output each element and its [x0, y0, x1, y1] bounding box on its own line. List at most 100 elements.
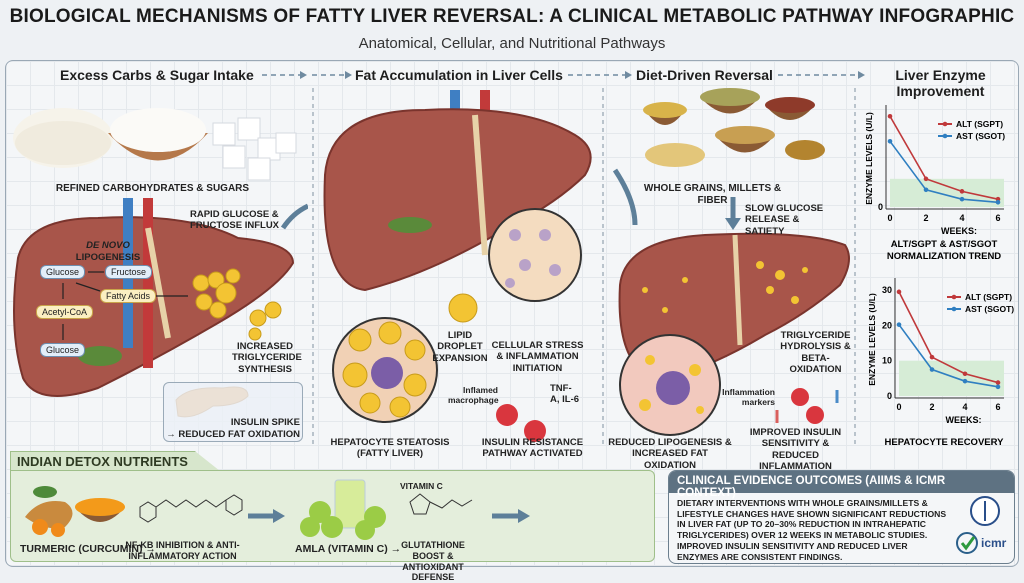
data-point: [929, 354, 935, 360]
data-point: [962, 371, 968, 377]
header-enzyme: Liver Enzyme Improvement: [895, 67, 986, 100]
series-line-1: [889, 140, 999, 204]
y-tick-label: 30: [882, 285, 892, 295]
icmr-logo: icmr: [981, 536, 1007, 550]
y-axis-label: ENZYME LEVELS (U/L): [867, 293, 877, 386]
data-point: [887, 138, 893, 144]
recovered-cell-icon: [619, 334, 721, 436]
triglyceride-label: INCREASED TRIGLYCERIDE SYNTHESIS: [232, 341, 302, 375]
insulin-resistance-label: INSULIN RESISTANCE PATHWAY ACTIVATED: [481, 437, 584, 460]
legend-label: ALT (SGPT): [956, 119, 1003, 129]
curved-arrow: [612, 168, 638, 226]
y-axis-label: ENZYME LEVELS (U/L): [864, 112, 874, 205]
turmeric-label: TURMERIC (CURCUMIN) →: [20, 543, 156, 555]
logos: icmr: [956, 496, 1007, 554]
turmeric-icon: [25, 486, 125, 537]
legend-marker: [942, 121, 948, 127]
series-line-0: [898, 291, 999, 384]
node-glucose-bottom: Glucose: [40, 343, 86, 357]
data-point: [896, 289, 902, 295]
amla-label: AMLA (VITAMIN C) →: [295, 543, 402, 555]
x-tick-label: 4: [962, 402, 967, 412]
series-line-0: [889, 115, 999, 200]
vitamin-c-label: VITAMIN C: [400, 481, 443, 491]
macrophage-label: Inflamed macrophage: [448, 385, 499, 405]
clinical-evidence-box: CLINICAL EVIDENCE OUTCOMES (AIIMS & ICMR…: [668, 470, 1015, 564]
chart-title: ALT/SGPT & AST/SGOT: [891, 239, 998, 250]
y-tick-label: 0: [878, 202, 883, 212]
reduced-fat-oxidation-label: → REDUCED FAT OXIDATION: [166, 429, 300, 440]
y-tick-label: 10: [882, 356, 892, 366]
fatty-liver-icon: [323, 90, 592, 292]
x-tick-label: 0: [887, 213, 892, 223]
header-carbs: Excess Carbs & Sugar Intake: [60, 67, 254, 83]
clinical-header: CLINICAL EVIDENCE OUTCOMES (AIIMS & ICMR…: [669, 471, 1014, 499]
normal-range-band: [890, 178, 1004, 207]
y-tick-label: 0: [887, 391, 892, 401]
glutathione-label: GLUTATHIONE BOOST & ANTIOXIDANT DEFENSE: [401, 540, 465, 583]
y-tick-label: 20: [882, 320, 892, 330]
series-line-1: [898, 324, 999, 388]
x-tick-label: 4: [959, 213, 964, 223]
improved-label: IMPROVED INSULIN SENSITIVITY & REDUCED I…: [749, 427, 842, 473]
data-point: [896, 322, 902, 327]
hydrolysis-label: TRIGLYCERIDE HYDROLYSIS & BETA-OXIDATION: [780, 330, 851, 376]
data-point: [962, 378, 968, 384]
curcumin-molecule-icon: [139, 494, 243, 523]
normal-range-band: [899, 360, 1004, 396]
node-acetyl-coa: Acetyl-CoA: [36, 305, 94, 319]
nutrients-panel: [10, 470, 655, 562]
dnl-label: LIPOGENESIS: [75, 252, 141, 263]
steatosis-cell-icon: [332, 317, 438, 423]
page-subtitle: Anatomical, Cellular, and Nutritional Pa…: [358, 35, 666, 52]
node-fructose: Fructose: [105, 265, 153, 279]
flour-bowl-icon: [108, 108, 208, 161]
markers-label: Inflammation markers: [722, 387, 775, 407]
data-point: [887, 113, 893, 119]
header-fat: Fat Accumulation in Liver Cells: [355, 67, 563, 83]
x-tick-label: 2: [929, 402, 934, 412]
cytokines-label: TNF-α, IL-6: [550, 383, 580, 406]
data-point: [923, 176, 929, 182]
page-title: BIOLOGICAL MECHANISMS OF FATTY LIVER REV…: [9, 6, 1015, 27]
reduced-lipogenesis-label: REDUCED LIPOGENESIS & INCREASED FAT OXID…: [608, 437, 732, 471]
legend-marker: [951, 306, 957, 312]
data-point: [959, 189, 965, 194]
legend-label: ALT (SGPT): [965, 292, 1012, 302]
stress-label: CELLULAR STRESS & INFLAMMATION INITIATIO…: [491, 340, 584, 374]
dnl-label-italic: DE NOVO: [86, 240, 130, 251]
reversal-illustration: [612, 88, 850, 436]
x-axis-label: WEEKS:: [941, 226, 977, 236]
x-tick-label: 6: [995, 213, 1000, 223]
data-point: [959, 196, 965, 202]
data-point: [995, 384, 1001, 390]
chart-title: & REDUCED INJURY: [897, 449, 991, 450]
data-point: [995, 380, 1001, 385]
fat-illustration: [323, 90, 592, 442]
legend-marker: [951, 294, 957, 300]
chart-title: NORMALIZATION TREND: [887, 251, 1001, 262]
x-tick-label: 2: [923, 213, 928, 223]
rice-pile-icon: [13, 108, 113, 168]
insulin-spike-label: INSULIN SPIKE: [230, 417, 300, 428]
fat-droplets-icon: [192, 268, 282, 341]
nutrients-illustration: [25, 479, 530, 540]
vitamin-c-molecule-icon: [409, 493, 473, 515]
steatosis-label: HEPATOCYTE STEATOSIS (FATTY LIVER): [330, 437, 450, 460]
check-circle-icon: [956, 532, 978, 554]
data-point: [995, 200, 1001, 205]
x-axis-label: WEEKS:: [946, 415, 982, 425]
refined-carbs-label: REFINED CARBOHYDRATES & SUGARS: [55, 183, 250, 194]
legend-label: AST (SGOT): [956, 131, 1005, 141]
macrophage-icon: [496, 404, 546, 442]
whole-grains-label: WHOLE GRAINS, MILLETS & FIBER: [643, 183, 782, 206]
insulin-box: [163, 382, 303, 442]
data-point: [923, 187, 929, 193]
node-fatty-acids: Fatty Acids: [100, 289, 157, 303]
header-reversal: Diet-Driven Reversal: [636, 67, 773, 83]
influx-label: RAPID GLUCOSE & FRUCTOSE INFLUX: [190, 209, 280, 232]
grains-bowls-icon: [643, 88, 825, 167]
hepatocyte-zoom-icon: [488, 208, 582, 302]
